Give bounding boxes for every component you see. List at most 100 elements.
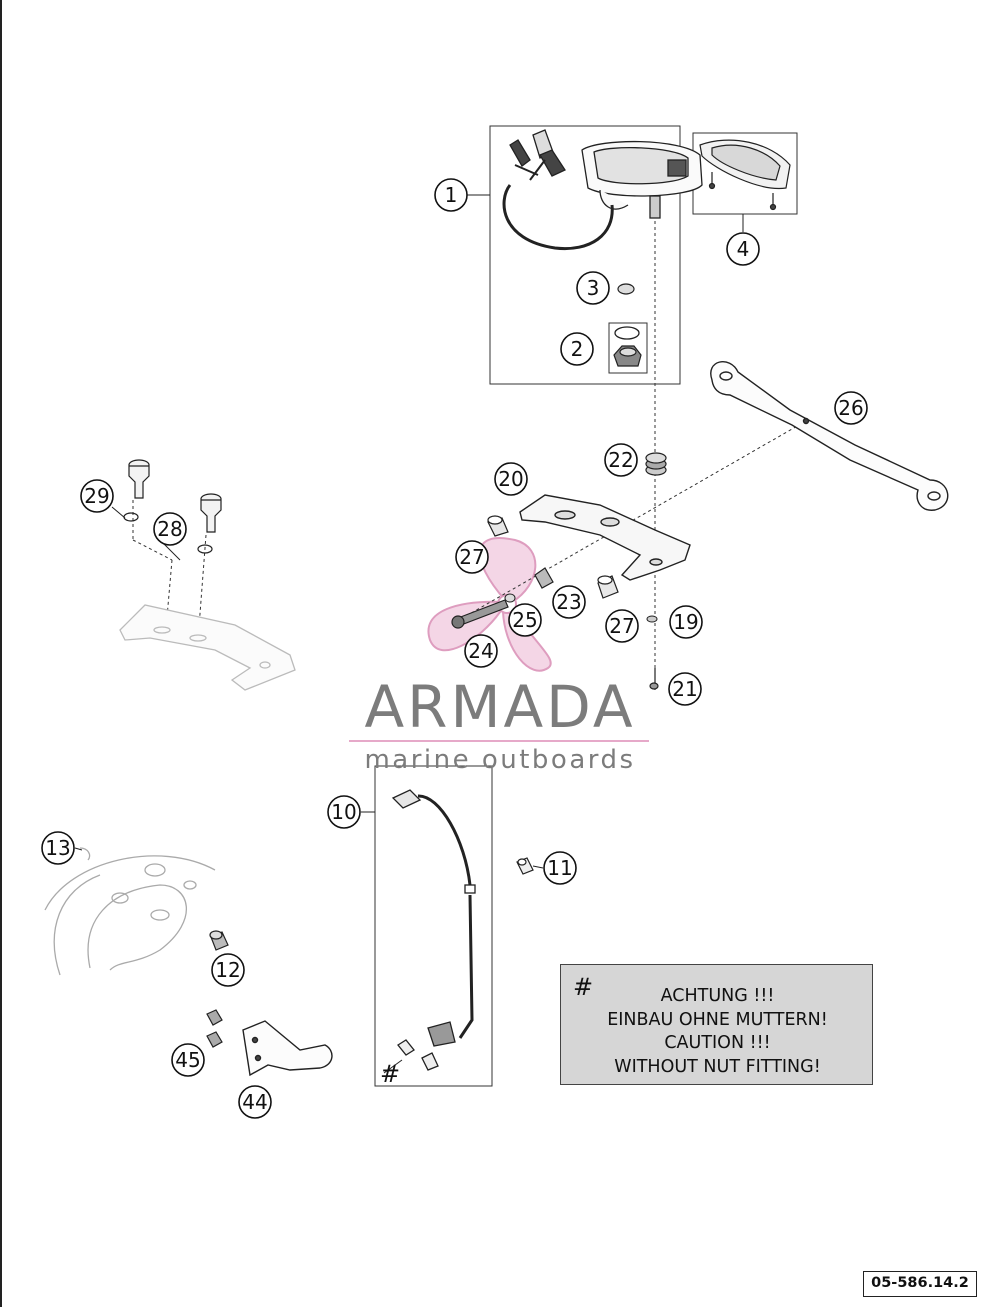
callout-circle xyxy=(560,332,594,366)
main-holder-part xyxy=(519,494,691,581)
notice-hash-marker: # xyxy=(573,973,594,1001)
part-callout-44: 44 xyxy=(238,1085,272,1119)
watermark-title: ARMADA xyxy=(364,673,636,741)
callout-circle xyxy=(41,831,75,865)
part-callout-24: 24 xyxy=(464,634,498,668)
callout-number: 2 xyxy=(571,337,584,361)
washer-part xyxy=(504,593,516,603)
callout-circle xyxy=(543,851,577,885)
callout-circle xyxy=(668,672,702,706)
part-callout-27: 27 xyxy=(605,609,639,643)
cylinder-rubber-part-left xyxy=(487,515,509,537)
callout-circle xyxy=(153,512,187,546)
callout-circle xyxy=(434,178,468,212)
callout-circle xyxy=(605,609,639,643)
screws-part xyxy=(206,1009,223,1048)
cable-clip-part xyxy=(516,857,534,875)
pin-part-28 xyxy=(197,493,222,554)
callout-circle xyxy=(211,953,245,987)
part-callout-19: 19 xyxy=(669,605,703,639)
faint-holder-part xyxy=(119,604,296,691)
callout-number: 24 xyxy=(468,639,493,663)
part-callout-4: 4 xyxy=(726,232,760,266)
fitting-note-marker: # xyxy=(380,1060,400,1088)
brake-disc-part xyxy=(44,847,216,976)
part-callout-45: 45 xyxy=(171,1043,205,1077)
part-callout-20: 20 xyxy=(494,462,528,496)
cylinder-rubber-part-right xyxy=(597,575,619,599)
callout-number: 3 xyxy=(587,276,600,300)
pin-part-29 xyxy=(123,459,150,522)
part-callout-27: 27 xyxy=(455,540,489,574)
o-ring-part xyxy=(614,326,640,340)
callout-circle xyxy=(604,443,638,477)
dashboard-assembly-frame xyxy=(489,125,681,385)
callout-circle xyxy=(238,1085,272,1119)
lock-nut-part xyxy=(613,345,642,367)
notice-line: WITHOUT NUT FITTING! xyxy=(614,1056,821,1077)
callout-circle xyxy=(80,479,114,513)
callout-number: 4 xyxy=(737,237,750,261)
sensor-bracket-part xyxy=(242,1020,333,1077)
callout-number: 27 xyxy=(609,614,634,638)
holder-bracket-part xyxy=(710,361,949,511)
part-callout-21: 21 xyxy=(668,672,702,706)
notice-line: EINBAU OHNE MUTTERN! xyxy=(607,1009,828,1030)
callout-number: 27 xyxy=(459,545,484,569)
sensor-cable-frame xyxy=(374,765,493,1087)
watermark-divider xyxy=(349,740,649,742)
part-callout-3: 3 xyxy=(576,271,610,305)
callout-circle xyxy=(552,585,586,619)
callout-number: 10 xyxy=(331,800,356,824)
callout-number: 12 xyxy=(215,958,240,982)
callout-number: 11 xyxy=(547,856,572,880)
part-callout-25: 25 xyxy=(508,603,542,637)
part-callout-11: 11 xyxy=(543,851,577,885)
callout-number: 25 xyxy=(512,608,537,632)
small-washer-part xyxy=(646,615,658,623)
part-callout-13: 13 xyxy=(41,831,75,865)
callout-circle xyxy=(494,462,528,496)
spacer-sleeve-part xyxy=(534,567,554,589)
screw-part xyxy=(649,668,659,690)
rubber-grommet-part xyxy=(645,452,667,476)
callout-circle xyxy=(669,605,703,639)
callout-number: 13 xyxy=(45,836,70,860)
callout-number: 1 xyxy=(445,183,458,207)
mount-kit-frame xyxy=(608,322,648,374)
part-callout-10: 10 xyxy=(327,795,361,829)
callout-number: 26 xyxy=(838,396,863,420)
watermark-subtitle: marine outboards xyxy=(364,745,636,775)
display-cover-part xyxy=(699,139,791,211)
sensor-cable-part xyxy=(383,789,476,1074)
callout-circle xyxy=(327,795,361,829)
speedometer-display-part xyxy=(502,129,703,251)
page-left-rule xyxy=(0,0,2,1307)
callout-circle xyxy=(455,540,489,574)
notice-line: CAUTION !!! xyxy=(664,1033,771,1053)
callout-circle xyxy=(171,1043,205,1077)
notice-text: ACHTUNG !!! EINBAU OHNE MUTTERN! CAUTION… xyxy=(561,985,874,1079)
callout-number: 29 xyxy=(84,484,109,508)
seal-ring-part xyxy=(617,283,635,295)
part-callout-29: 29 xyxy=(80,479,114,513)
part-callout-22: 22 xyxy=(604,443,638,477)
callout-number: 22 xyxy=(608,448,633,472)
callout-circle xyxy=(576,271,610,305)
callout-number: 45 xyxy=(175,1048,200,1072)
part-callout-23: 23 xyxy=(552,585,586,619)
notice-line: ACHTUNG !!! xyxy=(660,986,775,1006)
part-callout-26: 26 xyxy=(834,391,868,425)
part-callout-28: 28 xyxy=(153,512,187,546)
callout-number: 20 xyxy=(498,467,523,491)
callout-number: 23 xyxy=(556,590,581,614)
part-callout-12: 12 xyxy=(211,953,245,987)
part-callout-1: 1 xyxy=(434,178,468,212)
callout-circle xyxy=(464,634,498,668)
diagram-code-label: 05-586.14.2 xyxy=(863,1271,977,1297)
part-callout-2: 2 xyxy=(560,332,594,366)
callout-circle xyxy=(834,391,868,425)
callout-circle xyxy=(508,603,542,637)
bolt-part xyxy=(451,599,509,629)
